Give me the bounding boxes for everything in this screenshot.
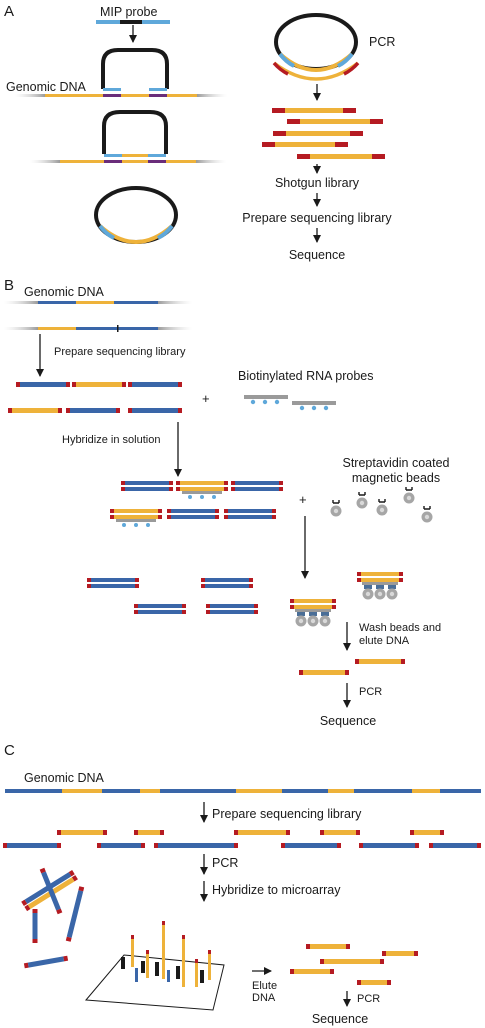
microarray — [84, 921, 225, 1011]
eluted-fragments — [299, 659, 405, 675]
panel-a-letter: A — [4, 3, 14, 20]
panel-c-letter: C — [4, 742, 15, 759]
wash-label-line2: elute DNA — [359, 635, 410, 647]
shotgun-library-label: Shotgun library — [275, 176, 360, 190]
captured-complex-1 — [357, 572, 403, 600]
panel-b-letter: B — [4, 277, 14, 294]
pcr-label-b: PCR — [359, 686, 382, 698]
mip-probe-label: MIP probe — [100, 5, 157, 19]
pcr-label-a: PCR — [369, 35, 395, 49]
elute-label-line1: Elute — [252, 980, 277, 992]
rna-probes — [244, 395, 336, 411]
sequence-label-b: Sequence — [320, 714, 376, 728]
genomic-dna-line-c — [5, 789, 481, 793]
pcr-label-c2: PCR — [357, 993, 380, 1005]
probe-gap-filled — [30, 110, 226, 163]
library-fragments-b — [8, 382, 182, 413]
panel-a: A MIP probe Genomic DNA — [4, 3, 395, 262]
scattered-fragments — [21, 867, 85, 969]
plus-probes: + — [202, 391, 210, 406]
prepare-seq-library-label-a: Prepare sequencing library — [242, 211, 392, 225]
genomic-dna-label-b: Genomic DNA — [24, 285, 105, 299]
elute-label-line2: DNA — [252, 992, 276, 1004]
beads-label-line2: magnetic beads — [352, 471, 440, 485]
beads-label-line1: Streptavidin coated — [342, 456, 449, 470]
genomic-dna-label-c: Genomic DNA — [24, 771, 105, 785]
circularized-probe — [94, 186, 178, 245]
genomic-dna-line-b1 — [4, 301, 192, 304]
prepare-seq-library-label-b: Prepare sequencing library — [54, 346, 186, 358]
probe-annealed-open — [15, 48, 227, 97]
eluted-fragments-c — [290, 944, 418, 985]
sequence-label-a: Sequence — [289, 248, 345, 262]
library-fragments-c — [3, 830, 481, 848]
biotinylated-probes-label: Biotinylated RNA probes — [238, 369, 374, 383]
panel-b: B Genomic DNA Prepare sequencing library — [4, 277, 450, 728]
captured-complex-2 — [290, 599, 336, 627]
pcr-circle — [272, 13, 360, 81]
unbound-fragments — [87, 578, 258, 614]
hybridize-microarray-label: Hybridize to microarray — [212, 883, 341, 897]
hybridize-solution-label: Hybridize in solution — [62, 434, 160, 446]
sequence-label-c: Sequence — [312, 1012, 368, 1026]
hybridized-fragments — [110, 481, 283, 527]
mip-probe — [96, 20, 170, 24]
pcr-label-c: PCR — [212, 856, 238, 870]
genomic-dna-line-b2 — [4, 325, 192, 332]
genomic-dna-label-a: Genomic DNA — [6, 80, 87, 94]
shotgun-fragments — [262, 108, 385, 159]
plus-beads: + — [299, 492, 307, 507]
magnetic-beads — [330, 487, 433, 523]
prepare-seq-library-label-c: Prepare sequencing library — [212, 807, 362, 821]
panel-c: C Genomic DNA Prepare sequencing library — [3, 742, 481, 1026]
wash-label-line1: Wash beads and — [359, 622, 441, 634]
